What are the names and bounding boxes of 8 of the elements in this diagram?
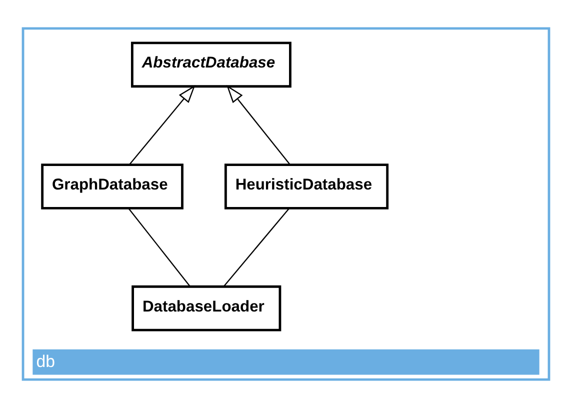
arrow (129, 84, 196, 164)
node-box: DatabaseLoader (132, 284, 282, 331)
node-box: HeuristicDatabase (224, 163, 389, 209)
arrow (226, 84, 290, 164)
node-box: AbstractDatabase (130, 41, 292, 88)
connector (128, 207, 190, 286)
node-box: GraphDatabase (41, 163, 184, 209)
connector (223, 207, 290, 286)
